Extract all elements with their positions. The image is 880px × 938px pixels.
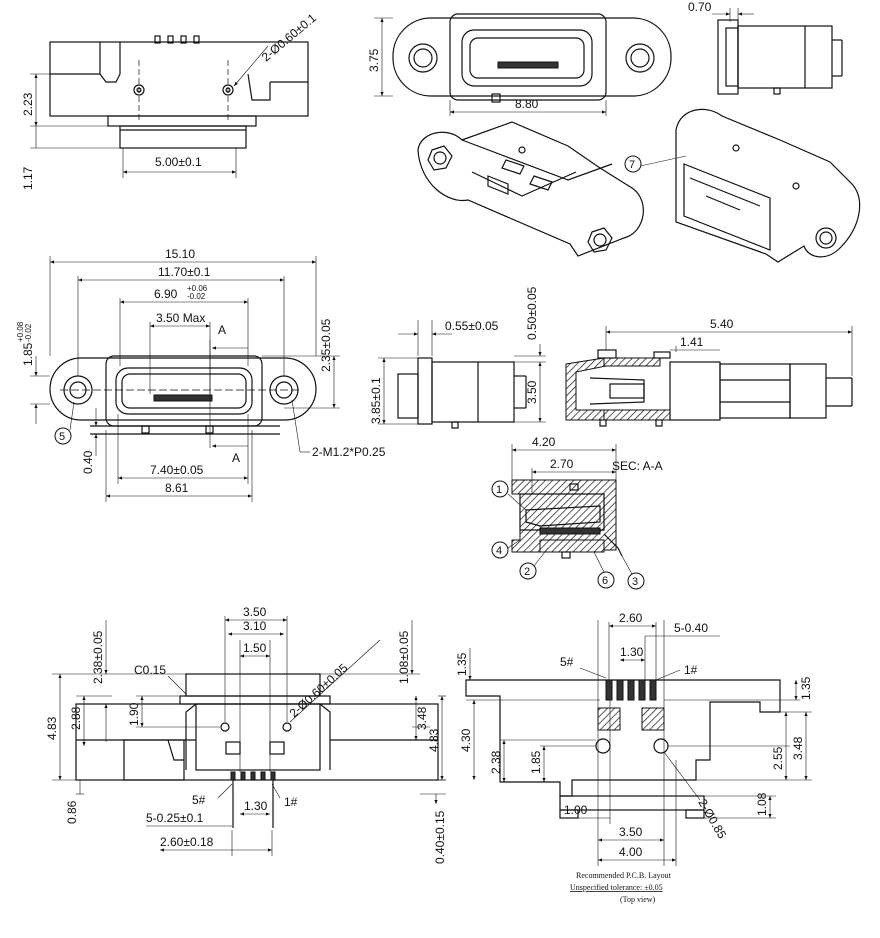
pcb-note-1: Recommended P.C.B. Layout — [576, 871, 672, 880]
side-055-label: 0.55±0.05 — [445, 319, 499, 333]
bl-086-label: 0.86 — [65, 800, 79, 824]
balloon-5 — [54, 427, 72, 445]
pcb-260-label: 2.60 — [619, 611, 643, 625]
bl-310-label: 3.10 — [243, 619, 267, 633]
tl-pin-hole-label: 2-Ø0.60±0.1 — [259, 11, 319, 65]
balloon-4-label: 4 — [496, 545, 502, 557]
balloon-7-label: 7 — [629, 159, 635, 171]
pcb-400-label: 4.00 — [619, 845, 643, 859]
mid-h-tol-up: +0.08 — [16, 321, 25, 342]
bl-150-label: 1.50 — [243, 641, 267, 655]
pcb-note-3: (Top view) — [620, 895, 656, 904]
bl-pitch-label: 5-0.25±0.1 — [146, 811, 204, 825]
pcb-238-label: 2.38 — [489, 750, 503, 774]
bl-108-label: 1.08±0.05 — [397, 630, 411, 684]
bl-1p-label: 1# — [284, 795, 298, 809]
mid-w4-label: 3.50 Max — [156, 311, 205, 325]
bottom-left-view: 3.50 3.10 1.50 2.38±0.05 C0.15 2-Ø0.60±0… — [45, 605, 447, 864]
balloon-6-label: 6 — [602, 575, 608, 587]
bl-483r-label: 4.83 — [427, 728, 441, 752]
mid-w3-tol-dn: -0.02 — [187, 292, 206, 301]
middle-left-front-view: 15.10 11.70±0.1 6.90 +0.06 -0.02 3.50 Ma… — [16, 247, 386, 502]
mid-861-label: 8.61 — [165, 481, 189, 495]
tr-thickness-label: 0.70 — [688, 0, 712, 14]
tc-height-label: 3.75 — [367, 48, 381, 72]
isometric-view-left — [417, 121, 644, 257]
pcb-348-label: 3.48 — [791, 736, 805, 760]
middle-side-view: 0.55±0.05 0.50±0.05 3.85±0.1 3.50 — [369, 286, 546, 429]
cut-141-label: 1.41 — [680, 335, 704, 349]
sec-420-label: 4.20 — [532, 435, 556, 449]
balloon-3-label: 3 — [632, 576, 638, 588]
mid-w3-tol-up: +0.06 — [187, 284, 208, 293]
side-350-label: 3.50 — [525, 380, 539, 404]
pcb-255-label: 2.55 — [771, 746, 785, 770]
bl-190-label: 1.90 — [127, 702, 141, 726]
pcb-note-2: Unspecified tolerance: ±0.05 — [570, 883, 663, 892]
bl-130-label: 1.30 — [244, 799, 268, 813]
tl-height-label: 2.23 — [21, 92, 35, 116]
pcb-185-label: 1.85 — [529, 750, 543, 774]
mid-040-label: 0.40 — [81, 450, 95, 474]
mid-w2-label: 11.70±0.1 — [158, 265, 211, 279]
bl-holes-label: 2-Ø0.60±0.05 — [287, 661, 351, 721]
isometric-view-right: 7 — [624, 108, 861, 263]
side-385-label: 3.85±0.1 — [369, 377, 383, 424]
mid-h-tol-dn: -0.02 — [24, 323, 33, 342]
sec-270-label: 2.70 — [550, 457, 574, 471]
balloon-2 — [519, 562, 537, 580]
top-center-front-view: 3.75 8.80 — [367, 13, 672, 116]
pcb-layout: 2.60 5-0.40 1.30 5# 1# 1.35 1.35 4.30 2.… — [455, 611, 813, 904]
bl-260-label: 2.60±0.18 — [160, 835, 214, 849]
pcb-100-label: 1.00 — [564, 803, 588, 817]
sec-title: SEC: A-A — [612, 459, 663, 473]
pcb-130-label: 1.30 — [620, 645, 644, 659]
balloon-1-label: 1 — [496, 484, 502, 496]
pcb-430-label: 4.30 — [459, 728, 473, 752]
mid-w3-label: 6.90 — [154, 287, 178, 301]
bl-348-label: 3.48 — [415, 706, 429, 730]
bl-483l-label: 4.83 — [45, 716, 59, 740]
middle-right-cutaway: 5.40 1.41 — [565, 317, 853, 427]
mid-total-label: 15.10 — [165, 247, 195, 261]
mid-740-label: 7.40±0.05 — [150, 463, 204, 477]
top-left-side-view: 2-Ø0.60±0.1 2.23 1.17 5.00±0.1 — [21, 11, 319, 190]
mid-screw-label: 2-M1.2*P0.25 — [312, 445, 386, 459]
pcb-135l-label: 1.35 — [455, 652, 469, 676]
tl-width-label: 5.00±0.1 — [155, 155, 202, 169]
balloon-4 — [491, 541, 509, 559]
balloon-3 — [627, 572, 645, 590]
section-a-top: A — [218, 323, 226, 337]
pcb-350-label: 3.50 — [619, 825, 643, 839]
pcb-1p-label: 1# — [684, 663, 698, 677]
section-a-a: 4.20 2.70 SEC: A-A 1 4 2 6 3 — [491, 435, 663, 590]
bl-c015-label: C0.15 — [134, 663, 166, 677]
mid-h2-label: 2.35±0.05 — [319, 318, 333, 372]
cut-540-label: 5.40 — [710, 317, 734, 331]
balloon-2-label: 2 — [524, 566, 530, 578]
top-right-side-view: 0.70 — [688, 0, 843, 95]
pcb-108-label: 1.08 — [755, 792, 769, 816]
tc-width-label: 8.80 — [515, 97, 539, 111]
pcb-540-label: 5-0.40 — [674, 621, 708, 635]
section-a-bottom: A — [232, 451, 240, 465]
bl-288-label: 2.88 — [69, 706, 83, 730]
pcb-5p-label: 5# — [560, 655, 574, 669]
balloon-7 — [624, 155, 642, 173]
bl-238-label: 2.38±0.05 — [91, 630, 105, 684]
bl-040-label: 0.40±0.15 — [433, 810, 447, 864]
side-050-label: 0.50±0.05 — [525, 286, 539, 340]
pcb-135r-label: 1.35 — [799, 676, 813, 700]
bl-5p-label: 5# — [192, 793, 206, 807]
bl-350-label: 3.50 — [243, 605, 267, 619]
balloon-5-label: 5 — [59, 431, 65, 443]
tl-base-label: 1.17 — [21, 166, 35, 190]
pcb-holes-label: 2-Ø0.85 — [695, 797, 729, 842]
balloon-1 — [491, 480, 509, 498]
mid-h-label: 1.85 — [21, 342, 35, 366]
balloon-6 — [597, 571, 615, 589]
